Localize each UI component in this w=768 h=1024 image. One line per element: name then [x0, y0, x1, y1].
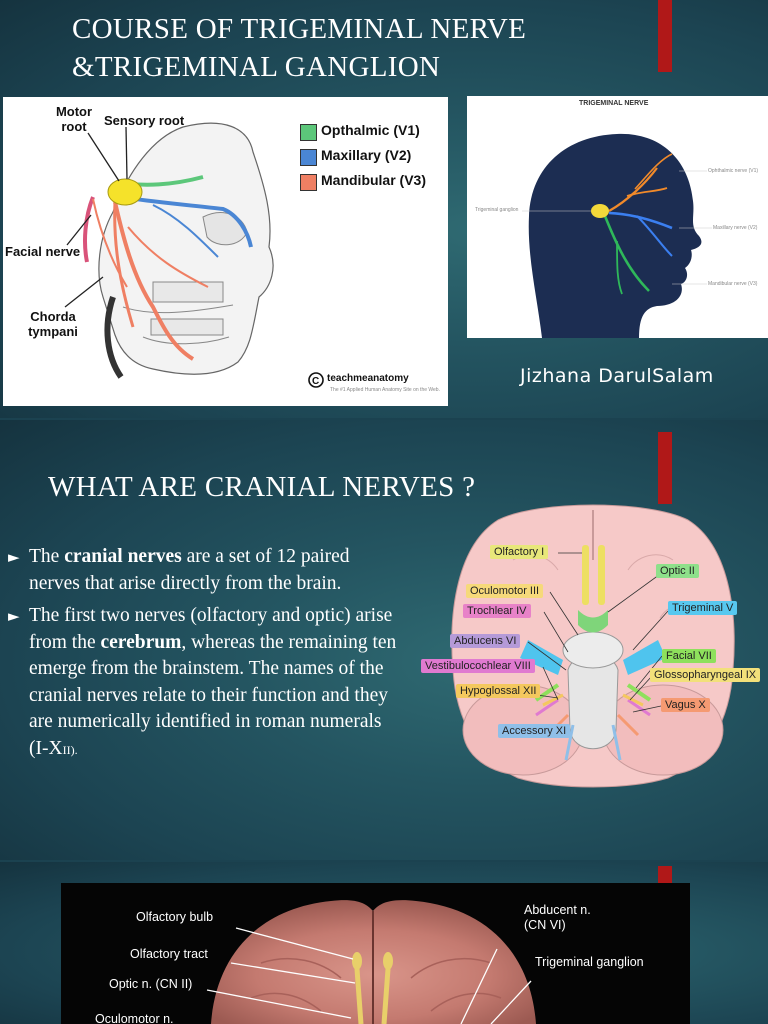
bullet-text: The	[29, 546, 65, 567]
legend-swatch-ophthalmic	[300, 124, 317, 141]
author-name: Jizhana DarulSalam	[520, 365, 714, 387]
trigeminal-anatomy-figure: C Motor root Sensory root Facial nerve C…	[3, 97, 448, 406]
legend-maxillary: Maxillary (V2)	[321, 147, 412, 163]
slide-2: WHAT ARE CRANIAL NERVES ? ► The cranial …	[0, 420, 768, 860]
label-glossopharyngeal: Glossopharyngeal IX	[650, 668, 761, 682]
label-mandibular-nerve: Mandibular nerve (V3)	[708, 281, 758, 287]
bullet-small-text: II).	[62, 742, 78, 757]
facial-nerve-label: Facial nerve	[5, 244, 81, 259]
label-optic-nerve: Optic n. (CN II)	[109, 977, 193, 991]
title-line-2: &TRIGEMINAL GANGLION	[72, 51, 441, 83]
slide-title: WHAT ARE CRANIAL NERVES ?	[48, 471, 476, 503]
label-vestibulocochlear: Vestibulocochlear VIII	[421, 659, 535, 673]
label-olfactory-tract: Olfactory tract	[130, 947, 208, 961]
credit-subtitle: The #1 Applied Human Anatomy Site on the…	[330, 387, 440, 393]
label-oculomotor-nerve: Oculomotor n.	[95, 1012, 174, 1024]
label-trigeminal: Trigeminal V	[668, 601, 738, 615]
label-olfactory-bulb: Olfactory bulb	[136, 910, 214, 924]
bullet-text: , whereas the remaining ten emerge from …	[29, 631, 397, 759]
label-hypoglossal: Hypoglossal XII	[456, 684, 541, 698]
label-trigeminal-ganglion: Trigeminal ganglion	[535, 955, 644, 969]
slide-accent-bar	[658, 0, 672, 72]
svg-text:C: C	[312, 376, 319, 387]
label-abducent-nerve: Abducent n. (CN VI)	[524, 903, 591, 932]
legend-ophthalmic: Opthalmic (V1)	[321, 122, 420, 138]
motor-root-label: Motor root	[55, 104, 93, 134]
head-profile-figure: TRIGEMINAL NERVE Trigeminal ganglion Oph…	[467, 96, 768, 338]
title-line-1: COURSE OF TRIGEMINAL NERVE	[72, 13, 527, 45]
label-facial: Facial VII	[662, 649, 716, 663]
bullet-item-2: ► The first two nerves (olfactory and op…	[8, 603, 398, 763]
legend-mandibular: Mandibular (V3)	[321, 172, 427, 188]
brain-photo-illustration	[206, 900, 536, 1024]
bullet-arrow-icon: ►	[8, 548, 20, 566]
bullet-text: are a set of 12 paired nerves that arise…	[29, 546, 350, 594]
slide-3: Olfactory bulb Olfactory tract Optic n. …	[0, 862, 768, 1024]
legend-swatch-mandibular	[300, 174, 317, 191]
bullet-bold-term: cranial nerves	[64, 546, 182, 567]
bullet-item-1: ► The cranial nerves are a set of 12 pai…	[8, 544, 398, 597]
chorda-tympani-label: Chorda tympani	[28, 309, 78, 339]
bullet-text: The first two nerves (olfactory and opti…	[29, 605, 393, 653]
label-trochlear: Trochlear IV	[463, 604, 531, 618]
label-accessory: Accessory XI	[498, 724, 571, 738]
sensory-root-label: Sensory root	[104, 113, 185, 128]
label-maxillary-nerve: Maxillary nerve (V2)	[713, 225, 758, 231]
skull-illustration: C	[64, 122, 324, 388]
label-trigeminal-ganglion: Trigeminal ganglion	[475, 207, 519, 213]
bullet-arrow-icon: ►	[8, 607, 20, 625]
label-abducens: Abducens VI	[450, 634, 521, 648]
head-silhouette	[522, 133, 712, 338]
label-ophthalmic-nerve: Ophthalmic nerve (V1)	[708, 168, 759, 174]
bullet-list: ► The cranial nerves are a set of 12 pai…	[8, 544, 398, 769]
cranial-nerves-diagram: Olfactory I Optic II Oculomotor III Troc…	[418, 500, 768, 790]
label-oculomotor: Oculomotor III	[466, 584, 544, 598]
label-vagus: Vagus X	[661, 698, 710, 712]
legend-swatch-maxillary	[300, 149, 317, 166]
brain-dissection-photo: Olfactory bulb Olfactory tract Optic n. …	[61, 883, 690, 1024]
slide-title: COURSE OF TRIGEMINAL NERVE &TRIGEMINAL G…	[72, 10, 526, 86]
credit-logo-text: teachmeanatomy	[327, 373, 409, 384]
bullet-bold-term: cerebrum	[100, 631, 182, 653]
slide-accent-bar	[658, 432, 672, 504]
head-figure-title: TRIGEMINAL NERVE	[579, 100, 649, 107]
label-optic: Optic II	[656, 564, 699, 578]
slide-1: COURSE OF TRIGEMINAL NERVE &TRIGEMINAL G…	[0, 0, 768, 418]
label-olfactory: Olfactory I	[490, 545, 549, 559]
